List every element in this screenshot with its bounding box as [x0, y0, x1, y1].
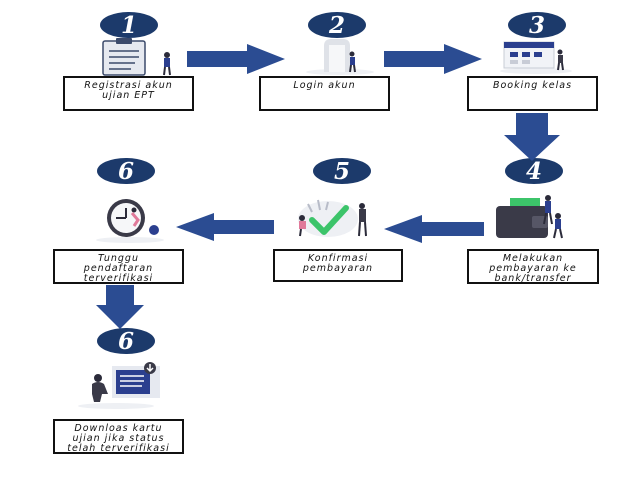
arrow-2-to-3	[384, 44, 482, 74]
door-icon	[306, 39, 374, 75]
arrow-3-to-4	[504, 113, 560, 161]
step-3-badge: 3	[508, 12, 566, 39]
checkmark-icon	[298, 199, 367, 237]
step-6-badge: 6	[97, 158, 155, 185]
arrow-1-to-2	[187, 44, 285, 74]
step-4-label: Melakukan pembayaran ke bank/transfer	[489, 253, 577, 284]
step-1-label: Registrasi akun ujian EPT	[84, 80, 173, 101]
step-4-badge: 4	[505, 158, 563, 185]
step-5-badge: 5	[313, 158, 371, 185]
step-6-label: Tunggu pendaftaran terverifikasi	[83, 253, 154, 284]
step-7-label: Downloas kartu ujian jika status telah t…	[67, 423, 170, 454]
step-4-box: Melakukan pembayaran ke bank/transfer	[467, 249, 599, 284]
step-1-box: Registrasi akun ujian EPT	[63, 76, 194, 111]
calendar-icon	[500, 41, 572, 74]
arrow-6-to-7	[96, 285, 144, 329]
step-2-label: Login akun	[293, 80, 356, 91]
step-7-badge: 6	[97, 328, 155, 355]
step-2-badge: 2	[308, 12, 366, 39]
step-7-box: Downloas kartu ujian jika status telah t…	[53, 419, 184, 454]
step-5-label: Konfirmasi pembayaran	[302, 253, 374, 274]
step-6-box: Tunggu pendaftaran terverifikasi	[53, 249, 184, 284]
step-1-badge: 1	[100, 12, 158, 39]
clock-icon	[96, 199, 164, 243]
step-3-box: Booking kelas	[467, 76, 598, 111]
download-icon	[78, 362, 160, 409]
arrow-5-to-6	[176, 213, 274, 241]
wallet-icon	[496, 195, 563, 239]
arrow-4-to-5	[384, 215, 484, 243]
step-3-label: Booking kelas	[492, 80, 573, 91]
step-5-box: Konfirmasi pembayaran	[273, 249, 403, 282]
step-2-box: Login akun	[259, 76, 390, 111]
clipboard-icon	[102, 38, 171, 76]
